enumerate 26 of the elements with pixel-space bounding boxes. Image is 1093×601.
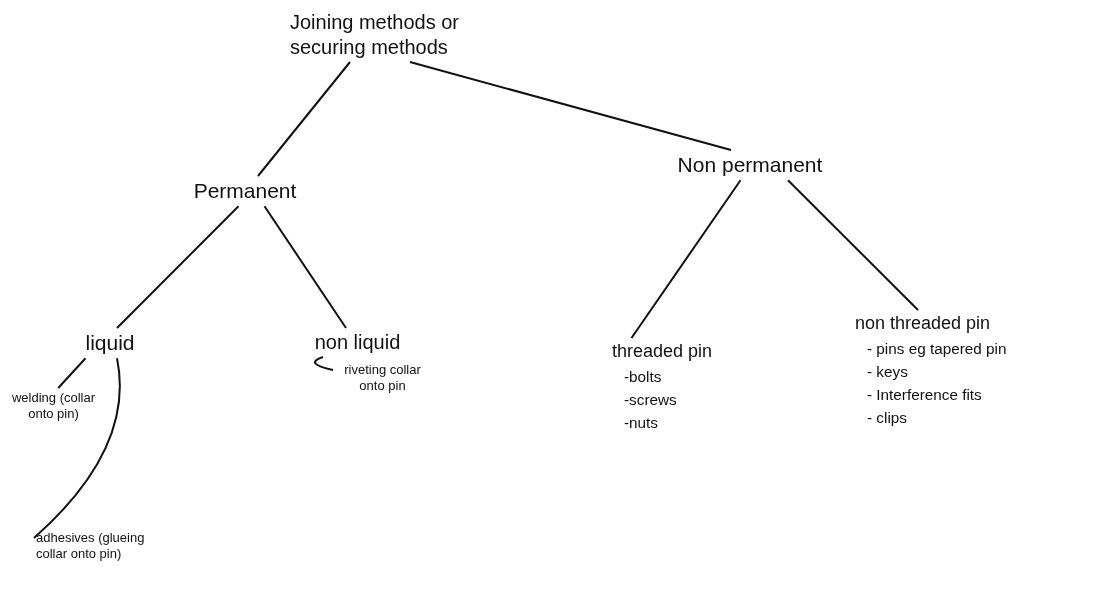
connector-line [630, 179, 742, 339]
connector-line [116, 205, 240, 329]
node-label: Non permanent [655, 152, 845, 179]
node-label: liquid [75, 330, 145, 357]
connector-line [257, 61, 351, 177]
node-label: welding (collar onto pin) [6, 390, 101, 423]
list-item: -screws [624, 389, 677, 409]
connector-line [33, 357, 121, 539]
list-item: - clips [867, 407, 907, 427]
node-label: non threaded pin [855, 312, 991, 335]
list-item: - Interference fits [867, 384, 982, 404]
connector-line [409, 61, 732, 151]
node-label: non liquid [300, 330, 415, 355]
list-item: -nuts [624, 412, 658, 432]
connector-line [787, 179, 919, 311]
connector-line [314, 356, 334, 371]
list-item: - keys [867, 361, 908, 381]
node-label: adhesives (glueing collar onto pin) [36, 530, 161, 563]
node-label: Permanent [180, 178, 310, 205]
node-label: threaded pin [612, 340, 713, 363]
list-item: -bolts [624, 366, 662, 386]
connector-line [57, 357, 87, 389]
list-item: - pins eg tapered pin [867, 338, 1007, 358]
node-label: riveting collar onto pin [335, 362, 430, 395]
node-label: Joining methods or securing methods [290, 10, 530, 60]
connector-line [263, 205, 347, 329]
